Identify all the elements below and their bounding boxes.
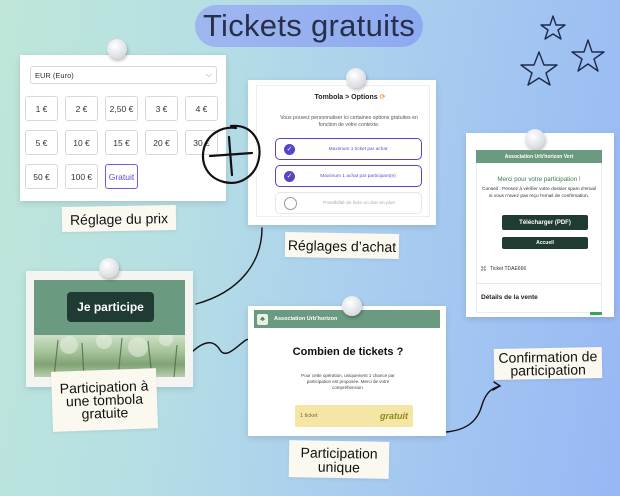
price-option[interactable]: 1 €	[25, 96, 58, 121]
price-option[interactable]: 15 €	[105, 130, 138, 155]
price-option[interactable]: 2,50 €	[105, 96, 138, 121]
participate-button[interactable]: Je participe	[67, 292, 154, 322]
confirm-caption: Confirmation de participation	[493, 347, 603, 380]
tickets-header: ♣ Association Urb'horizon	[254, 310, 440, 328]
price-option[interactable]: 4 €	[185, 96, 218, 121]
ticket-price: gratuit	[380, 411, 408, 421]
ticket-ref: ⌘ Ticket TDAE666	[480, 265, 580, 273]
option-item[interactable]: ✓ Maximum 1 ticket par achat	[275, 138, 422, 160]
option-item[interactable]: Possibilité de faire un don en plus	[275, 192, 422, 214]
logo-icon: ♣	[257, 313, 268, 325]
tickets-heading: Combien de tickets ?	[292, 346, 404, 358]
refresh-icon: ⟳	[379, 94, 386, 101]
stars-icon	[520, 15, 605, 86]
price-option[interactable]: 100 €	[65, 164, 98, 189]
participate-caption: Participation à une tombola gratuite	[50, 368, 159, 432]
tickets-org: Association Urb'horizon	[274, 316, 338, 322]
sale-details[interactable]: Détails de la vente	[481, 294, 538, 301]
pin-icon	[346, 68, 366, 88]
pin-icon	[107, 39, 127, 59]
tickets-description: Pour cette opération, uniquement 1 chanc…	[301, 373, 395, 390]
home-button[interactable]: Accueil	[502, 237, 588, 249]
page-title: Tickets gratuits	[195, 5, 423, 47]
option-label: Possibilité de faire un don en plus	[323, 200, 395, 206]
price-option[interactable]: 50 €	[25, 164, 58, 189]
confirm-inner	[476, 150, 602, 313]
checked-icon: ✓	[284, 143, 295, 155]
price-option[interactable]: Gratuit	[105, 164, 138, 189]
options-heading: Tombola > Options ⟳	[300, 93, 400, 101]
options-description: Vous pouvez personnaliser ici certaines …	[280, 115, 418, 128]
price-option[interactable]: 2 €	[65, 96, 98, 121]
currency-select[interactable]: EUR (Euro) ⌵	[30, 66, 217, 84]
chevron-down-icon: ⌵	[205, 70, 212, 79]
confirm-header: Association Urb'horizon Vert	[476, 150, 602, 163]
ticket-icon: ⌘	[480, 266, 487, 273]
ticket-option[interactable]: 1 ticket gratuit	[295, 405, 413, 427]
options-heading-text: Tombola > Options	[314, 94, 378, 101]
currency-value: EUR (Euro)	[35, 70, 74, 80]
checked-icon: ✓	[284, 170, 295, 182]
price-option[interactable]: 5 €	[25, 130, 58, 155]
divider	[476, 283, 602, 284]
ticket-label: 1 ticket	[300, 413, 318, 419]
unchecked-icon	[284, 196, 297, 210]
ticket-ref-text: Ticket TDAE666	[490, 266, 527, 272]
pin-icon	[99, 258, 119, 278]
pin-icon	[342, 296, 362, 316]
option-item[interactable]: ✓ Maximum 1 achat par participant(e)	[275, 165, 422, 187]
plus-icon	[201, 124, 261, 184]
option-label: Maximum 1 ticket par achat	[328, 146, 388, 152]
option-label: Maximum 1 achat par participant(e)	[320, 173, 396, 179]
price-option[interactable]: 20 €	[145, 130, 178, 155]
price-option[interactable]: 10 €	[65, 130, 98, 155]
pin-icon	[525, 129, 545, 149]
confirm-advice: Conseil : Pensez à vérifier votre dossie…	[482, 187, 596, 199]
price-option[interactable]: 3 €	[145, 96, 178, 121]
progress-accent	[590, 312, 602, 315]
tickets-caption: Participation unique	[288, 440, 390, 479]
confirm-thanks: Merci pour votre participation !	[497, 176, 581, 183]
download-button[interactable]: Télécharger (PDF)	[502, 215, 588, 230]
